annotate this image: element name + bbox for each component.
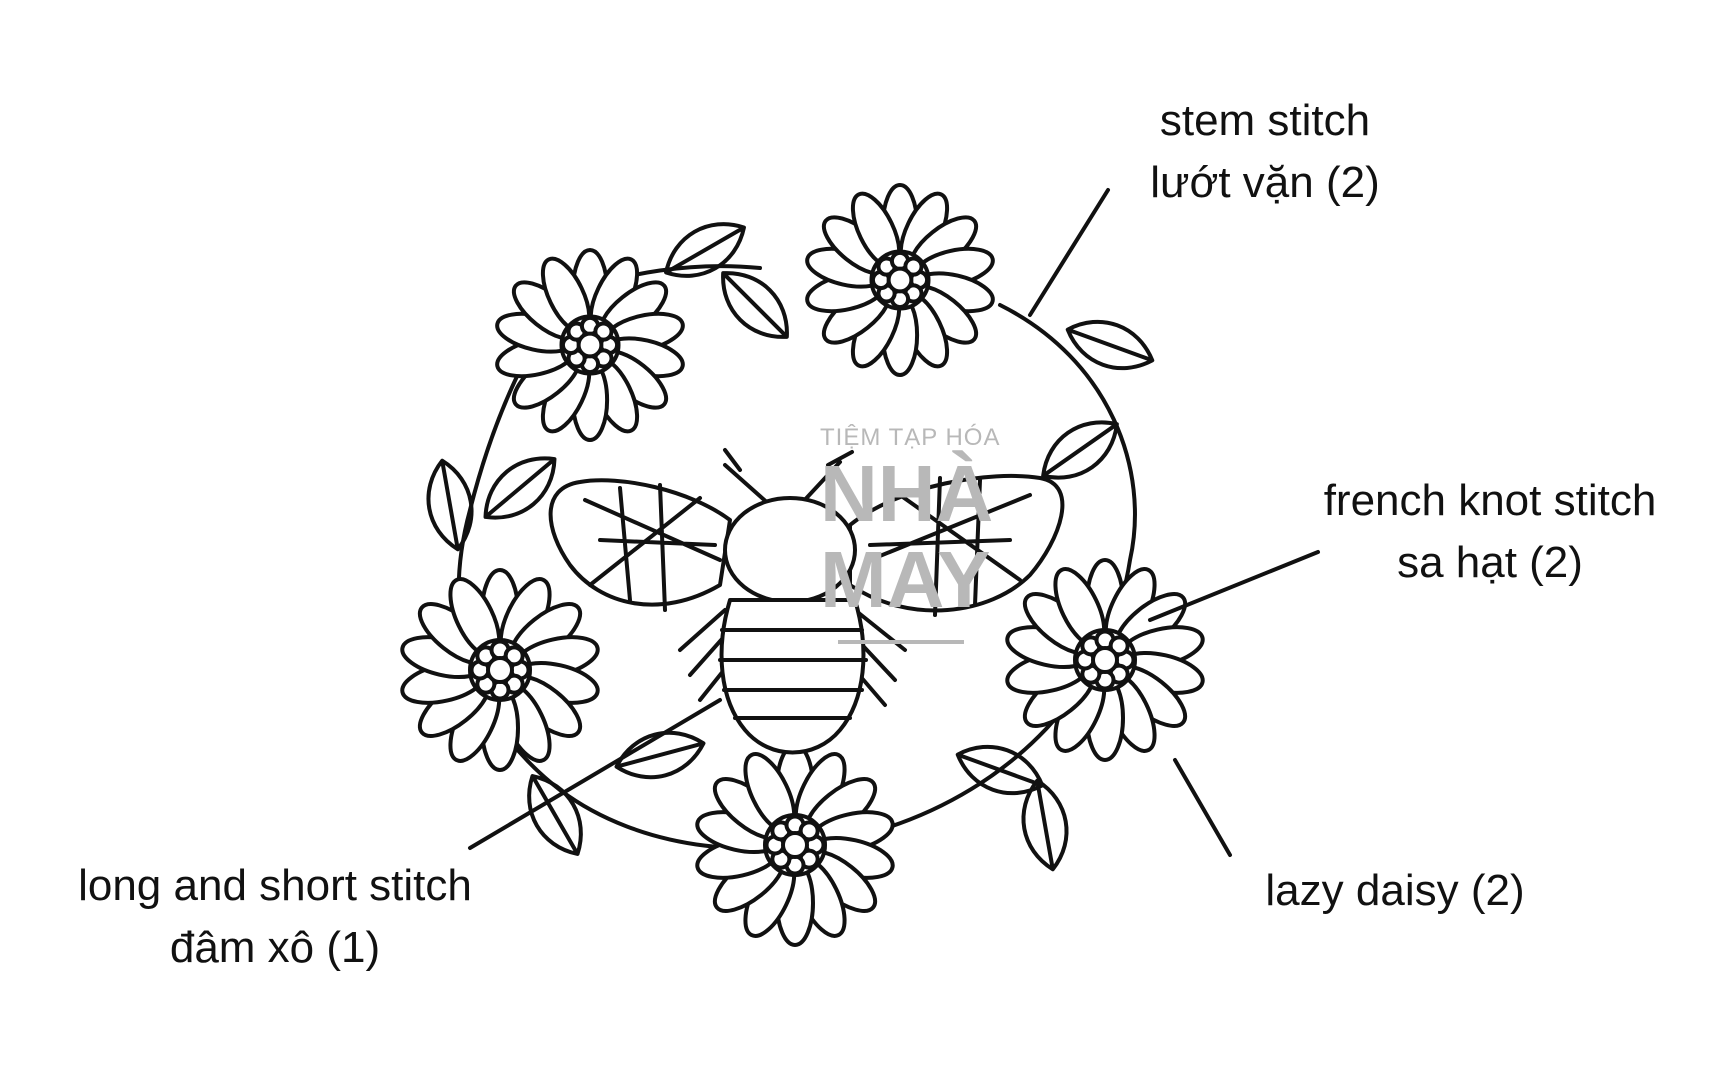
leader-lines — [468, 188, 1320, 857]
leaf — [426, 458, 474, 552]
abdomen — [719, 598, 866, 755]
watermark-big-2: MAY — [820, 535, 991, 624]
french-knot — [1091, 646, 1119, 674]
label-long-line1: long and short stitch — [78, 861, 472, 910]
leader-long-short — [468, 698, 722, 850]
leaf — [1041, 420, 1119, 480]
label-stem-line1: stem stitch — [1159, 96, 1371, 145]
flower-2 — [805, 183, 995, 377]
bee — [548, 448, 1065, 755]
french-knot — [486, 656, 514, 684]
french-knot — [576, 331, 604, 359]
leader-lazy-daisy — [1173, 758, 1232, 857]
watermark-big-1: NHÀ — [820, 449, 994, 538]
label-long-short: long and short stitch đâm xô (1) — [30, 855, 520, 979]
label-lazy-daisy: lazy daisy (2) — [1215, 860, 1575, 922]
label-stem-stitch: stem stitch lướt vặn (2) — [1085, 90, 1445, 214]
watermark-small: TIỆM TẠP HÓA — [820, 424, 1001, 451]
label-french-line2: sa hạt (2) — [1397, 538, 1583, 587]
flower-1 — [495, 248, 685, 442]
french-knot — [886, 266, 914, 294]
leaf — [721, 271, 789, 339]
leaf — [1021, 778, 1069, 872]
label-french-knot: french knot stitch sa hạt (2) — [1270, 470, 1710, 594]
leader-stem — [1028, 188, 1110, 317]
flower-3 — [400, 568, 600, 772]
label-lazy-line1: lazy daisy (2) — [1265, 866, 1525, 915]
label-french-line1: french knot stitch — [1323, 476, 1657, 525]
leaf — [664, 222, 746, 278]
leaf — [483, 456, 557, 520]
daisy-flowers — [400, 183, 1205, 947]
flower-4 — [1005, 558, 1205, 762]
leaf — [614, 730, 706, 780]
watermark-underline — [838, 640, 964, 644]
leaf — [527, 774, 583, 856]
leader-french-knot — [1148, 550, 1320, 622]
label-stem-line2: lướt vặn (2) — [1150, 158, 1380, 207]
lazy-daisy-leaves — [426, 222, 1155, 872]
french-knot — [781, 831, 809, 859]
leaf — [1065, 319, 1155, 371]
label-long-line2: đâm xô (1) — [169, 923, 381, 972]
flower-5 — [695, 743, 895, 947]
